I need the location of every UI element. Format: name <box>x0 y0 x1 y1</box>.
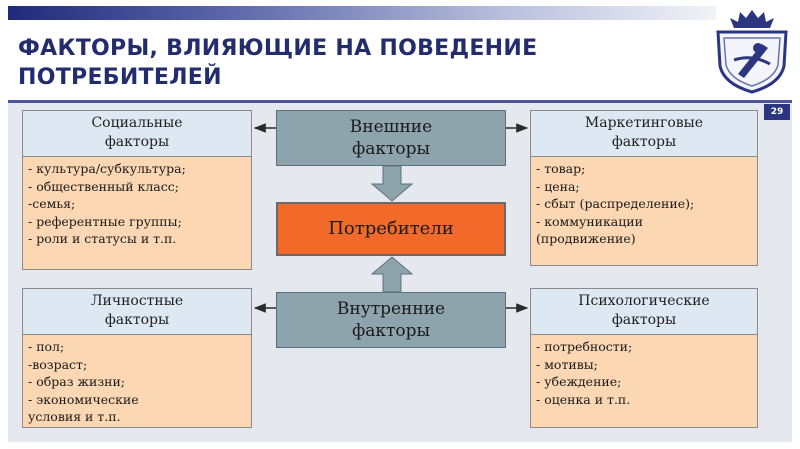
block-arrow-up <box>370 256 414 293</box>
block-arrow-down <box>370 165 414 202</box>
social-factors-title-2: факторы <box>104 134 170 150</box>
list-item: - убеждение; <box>536 374 622 389</box>
header-divider <box>8 100 792 103</box>
social-factors-box: Социальные факторы - культура/субкультур… <box>22 110 252 270</box>
personal-factors-title-2: факторы <box>104 312 170 328</box>
external-factors-line-1: Внешние <box>349 117 433 137</box>
marketing-factors-title-1: Маркетинговые <box>584 115 704 131</box>
consumers-box: Потребители <box>276 202 506 256</box>
internal-factors-line-1: Внутренние <box>336 299 446 319</box>
marketing-factors-header: Маркетинговые факторы <box>531 111 757 157</box>
list-item: условия и т.п. <box>28 409 121 424</box>
list-item: - коммуникации <box>536 213 643 229</box>
list-item: - сбыт (распределение); <box>536 196 695 211</box>
personal-factors-list: - пол; -возраст; - образ жизни; - эконом… <box>23 335 251 429</box>
slide-title: ФАКТОРЫ, ВЛИЯЮЩИЕ НА ПОВЕДЕНИЕ ПОТРЕБИТЕ… <box>18 34 698 92</box>
list-item: - общественный класс; <box>28 178 179 194</box>
list-item: - референтные группы; <box>28 213 182 229</box>
psychological-factors-box: Психологические факторы - потребности; -… <box>530 288 758 428</box>
emblem-shield-icon <box>716 10 788 94</box>
header-stripe <box>8 6 716 20</box>
list-item: - экономические <box>28 391 139 407</box>
external-factors-box: Внешние факторы <box>276 110 506 166</box>
list-item: -семья; <box>28 196 76 211</box>
list-item: -возраст; <box>28 356 88 372</box>
list-item: - потребности; <box>536 339 633 354</box>
slide-title-line-2: ПОТРЕБИТЕЛЕЙ <box>18 65 222 90</box>
psychological-factors-title-1: Психологические <box>578 293 710 309</box>
page-number-badge: 29 <box>764 104 790 120</box>
social-factors-title-1: Социальные <box>91 115 183 131</box>
list-item: - культура/субкультура; <box>28 161 186 176</box>
slide-title-line-1: ФАКТОРЫ, ВЛИЯЮЩИЕ НА ПОВЕДЕНИЕ <box>18 36 538 61</box>
internal-factors-box: Внутренние факторы <box>276 292 506 348</box>
list-item: (продвижение) <box>536 231 636 246</box>
personal-factors-title-1: Личностные <box>90 293 184 309</box>
social-factors-list: - культура/субкультура; - общественный к… <box>23 157 251 251</box>
list-item: - мотивы; <box>536 356 598 372</box>
external-factors-line-2: факторы <box>351 139 431 159</box>
personal-factors-header: Личностные факторы <box>23 289 251 335</box>
list-item: - цена; <box>536 178 580 194</box>
psychological-factors-header: Психологические факторы <box>531 289 757 335</box>
list-item: - роли и статусы и т.п. <box>28 231 177 246</box>
list-item: - пол; <box>28 339 65 354</box>
list-item: - товар; <box>536 161 586 176</box>
marketing-factors-title-2: факторы <box>611 134 677 150</box>
psychological-factors-title-2: факторы <box>611 312 677 328</box>
internal-factors-line-2: факторы <box>351 321 431 341</box>
personal-factors-box: Личностные факторы - пол; -возраст; - об… <box>22 288 252 428</box>
marketing-factors-list: - товар; - цена; - сбыт (распределение);… <box>531 157 757 251</box>
list-item: - оценка и т.п. <box>536 391 631 407</box>
list-item: - образ жизни; <box>28 374 126 389</box>
psychological-factors-list: - потребности; - мотивы; - убеждение; - … <box>531 335 757 411</box>
social-factors-header: Социальные факторы <box>23 111 251 157</box>
marketing-factors-box: Маркетинговые факторы - товар; - цена; -… <box>530 110 758 266</box>
